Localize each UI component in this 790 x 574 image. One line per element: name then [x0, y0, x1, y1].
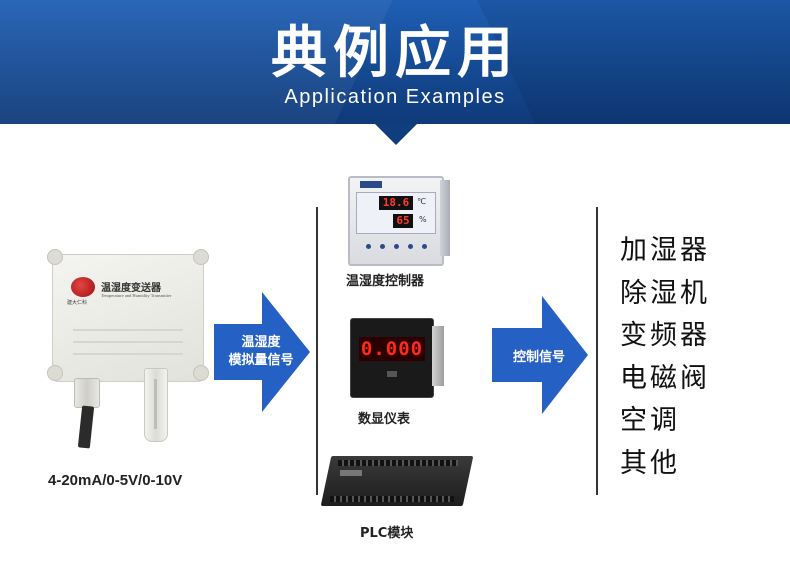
- transmitter-image: 建大仁科 温湿度变送器 Temperature and Humidity Tra…: [40, 240, 215, 450]
- list-item: 加湿器: [620, 235, 710, 266]
- list-item: 空调: [620, 405, 680, 436]
- control-signal-bar: [492, 328, 544, 382]
- control-signal-text: 控制信号: [512, 349, 565, 365]
- controller-screen: 18.6 ℃ 65 %: [356, 192, 436, 234]
- list-item: 除湿机: [620, 277, 710, 309]
- controller-hum-display: 65: [393, 214, 413, 228]
- sensor-probe: [144, 368, 168, 442]
- header-banner: [0, 0, 790, 124]
- analog-signal-line1: 温湿度: [241, 335, 281, 350]
- left-divider: [316, 207, 318, 495]
- mount-ear: [193, 249, 209, 265]
- cable-gland: [74, 378, 100, 408]
- mount-ear: [193, 365, 209, 381]
- brand-logo-text: 建大仁科: [67, 300, 88, 306]
- list-item: 其他: [620, 447, 680, 479]
- arrow-head: [542, 296, 588, 414]
- mount-ear: [47, 365, 63, 381]
- controller-image: 18.6 ℃ 65 %: [348, 176, 444, 266]
- mount-ear: [47, 249, 63, 265]
- list-item: 变频器: [620, 320, 710, 351]
- controller-temp-display: 18.6: [379, 196, 413, 210]
- plc-terminal-strip: [338, 460, 458, 466]
- signal-cable: [77, 405, 95, 449]
- controller-button: [394, 244, 399, 249]
- arrow-head: [262, 292, 310, 412]
- analog-signal-text: 温湿度 模拟量信号: [214, 324, 308, 380]
- controller-button: [422, 244, 427, 249]
- digital-meter-image: 0.000: [350, 318, 434, 398]
- meter-side: [432, 326, 444, 386]
- controller-button: [380, 244, 385, 249]
- transmitter-label: 建大仁科 温湿度变送器 Temperature and Humidity Tra…: [67, 273, 183, 307]
- plc-image: [320, 448, 474, 510]
- controller-hum-unit: %: [419, 215, 427, 224]
- analog-signal-arrow: 温湿度 模拟量信号: [214, 292, 314, 412]
- transmitter-subtitle: Temperature and Humidity Transmitter: [101, 293, 172, 298]
- analog-signal-bar: [214, 324, 264, 380]
- analog-signal-line2: 模拟量信号: [228, 353, 294, 368]
- controller-button: [366, 244, 371, 249]
- meter-caption: 数显仪表: [358, 412, 411, 427]
- controller-logo: [360, 181, 382, 188]
- destination-list: 加湿器 除湿机 变频器 电磁阀 空调 其他: [620, 230, 710, 485]
- plc-badge: [340, 470, 362, 476]
- transmitter-name: 温湿度变送器: [101, 283, 161, 294]
- probe-slot: [154, 379, 157, 429]
- right-divider: [596, 207, 598, 495]
- controller-caption: 温湿度控制器: [346, 274, 425, 289]
- plc-terminal-strip: [330, 496, 454, 502]
- vent-line: [73, 353, 183, 355]
- transmitter-housing: 建大仁科 温湿度变送器 Temperature and Humidity Tra…: [47, 249, 209, 382]
- list-item: 电磁阀: [620, 362, 710, 394]
- control-signal-arrow: 控制信号: [492, 296, 592, 414]
- controller-side: [440, 180, 450, 256]
- vent-line: [73, 329, 183, 331]
- vent-line: [73, 341, 183, 343]
- brand-logo: [71, 277, 95, 297]
- page-title: 典例应用: [271, 21, 519, 86]
- controller-button: [408, 244, 413, 249]
- plc-caption: PLC模块: [360, 526, 414, 541]
- page-subtitle: Application Examples: [284, 86, 506, 108]
- meter-indicator: [387, 371, 397, 377]
- output-signal-label: 4-20mA/0-5V/0-10V: [48, 472, 183, 489]
- banner-pointer: [374, 123, 418, 145]
- meter-display: 0.000: [359, 337, 425, 361]
- controller-temp-unit: ℃: [417, 197, 426, 206]
